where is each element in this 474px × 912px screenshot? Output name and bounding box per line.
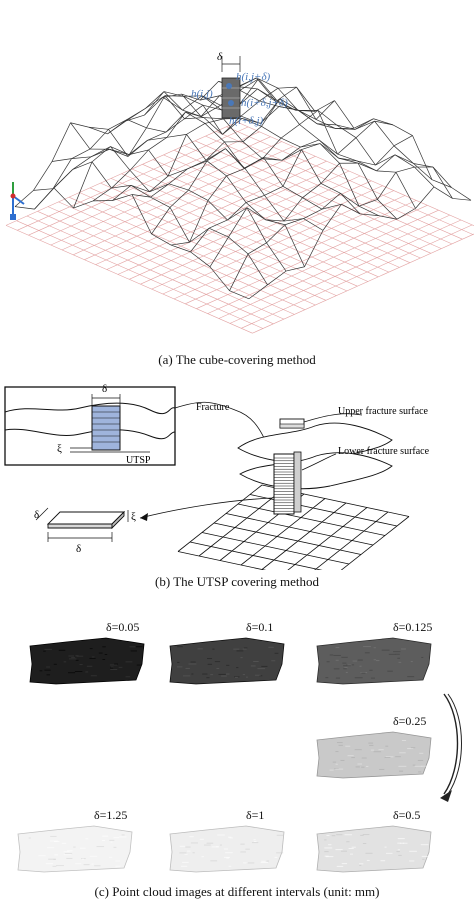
- cloud-label: δ=1: [246, 808, 265, 822]
- axis-triad-icon: [10, 182, 25, 220]
- point-cloud-image: [17, 825, 133, 873]
- utsp-plate: [35, 507, 129, 542]
- caption-a: (a) The cube-covering method: [158, 352, 316, 367]
- fracture-label: Fracture: [196, 402, 230, 413]
- covering-cubes: [221, 56, 241, 119]
- h-idj-annotation: h(i+δ,j): [229, 115, 264, 127]
- h-idj-d-annotation: h(i+δ,j+δ): [241, 97, 288, 109]
- utsp-label: UTSP: [126, 455, 151, 466]
- base-grid: [5, 121, 474, 334]
- delta-annotation: δ: [217, 51, 223, 63]
- point-cloud-image: [316, 731, 432, 779]
- cloud-label: δ=0.1: [246, 620, 274, 634]
- xi-label: ξ: [57, 443, 62, 455]
- panel-b: δ ξ UTSP Fracture Upper fracture surface…: [0, 370, 474, 595]
- caption-c: (c) Point cloud images at different inte…: [94, 884, 380, 899]
- panel-c: δ=0.05 δ=0.1 δ=0.125 δ=0.25 δ=0.5 δ=1 δ=1.25 (…: [0, 598, 474, 912]
- plate-delta-depth: δ: [34, 509, 39, 521]
- caption-b: (b) The UTSP covering method: [155, 574, 319, 589]
- cloud-label: δ=0.25: [393, 714, 427, 728]
- utsp-column: [273, 418, 305, 515]
- fracture-inset-box: [4, 386, 176, 466]
- cloud-label: δ=1.25: [94, 808, 128, 822]
- h-ij-delta-annotation: h(i,j+δ): [236, 71, 271, 83]
- plate-delta-width: δ: [76, 543, 81, 555]
- h-ij-annotation: h(i,j): [191, 88, 213, 100]
- plate-xi-thickness: ξ: [131, 511, 136, 523]
- delta-top-label: δ: [102, 383, 107, 395]
- point-cloud-image: [316, 637, 432, 685]
- upper-surface-label: Upper fracture surface: [338, 406, 429, 417]
- cloud-label: δ=0.05: [106, 620, 140, 634]
- cloud-label: δ=0.5: [393, 808, 421, 822]
- point-cloud-image: [316, 825, 432, 873]
- utsp-stack: [70, 394, 150, 453]
- fracture-mesh: [14, 77, 472, 300]
- cloud-label: δ=0.125: [393, 620, 433, 634]
- utsp-covering-figure: δ ξ UTSP Fracture Upper fracture surface…: [4, 383, 430, 584]
- panel-a: δ h(i,j+δ) h(i,j) h(i+δ,j+δ) h(i+δ,j) (a…: [0, 0, 474, 370]
- sequence-arrow: [440, 693, 462, 802]
- lower-surface-label: Lower fracture surface: [338, 446, 430, 457]
- point-cloud-image: [29, 637, 145, 685]
- point-cloud-image: [169, 825, 285, 873]
- cube-covering-figure: δ h(i,j+δ) h(i,j) h(i+δ,j+δ) h(i+δ,j): [5, 51, 474, 334]
- point-cloud-image: [169, 637, 285, 685]
